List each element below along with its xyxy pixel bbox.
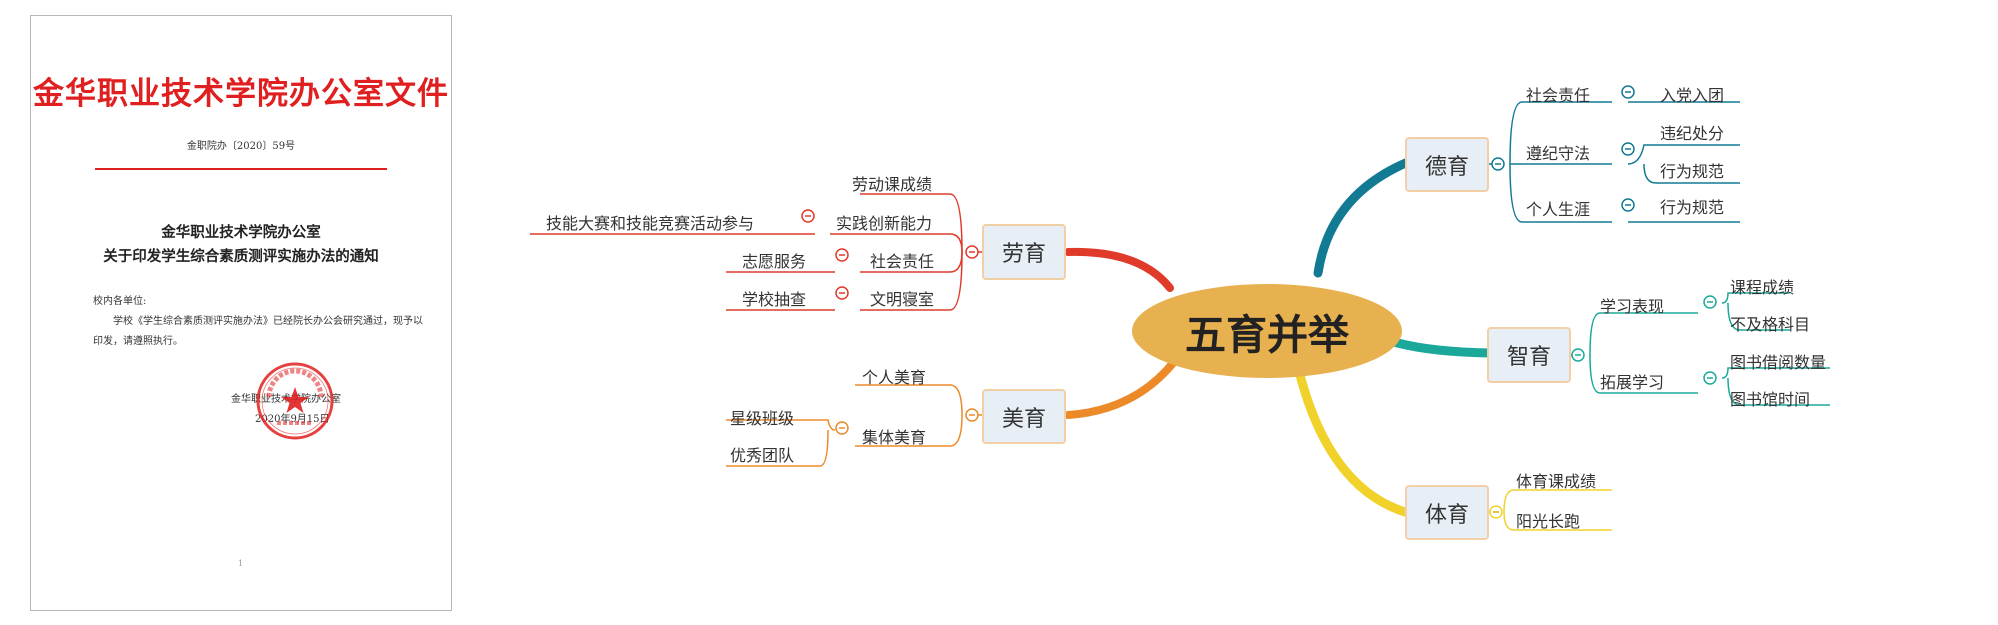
node-tiyu[interactable]: 体育	[1405, 485, 1489, 540]
document-page: 金华职业技术学院办公室文件 金职院办〔2020〕59号 金华职业技术学院办公室 …	[30, 15, 452, 611]
laoyu-sub-dorm[interactable]: 文明寝室	[870, 290, 935, 309]
meiyu-leaf-star-class[interactable]: 星级班级	[730, 409, 795, 428]
red-divider	[95, 168, 387, 170]
document-number: 金职院办〔2020〕59号	[186, 141, 296, 152]
zhiyu-leaf-failed[interactable]: 不及格科目	[1730, 315, 1811, 334]
deyu-leaf-conduct[interactable]: 行为规范	[1660, 162, 1725, 181]
official-seal-icon	[256, 362, 334, 440]
deyu-leaf-party[interactable]: 入党入团	[1660, 86, 1725, 105]
deyu-sub-career[interactable]: 个人生涯	[1526, 200, 1591, 219]
center-node[interactable]: 五育并举	[1132, 284, 1402, 378]
document-date: 2020年9月15日	[255, 414, 330, 425]
zhiyu-leaf-borrow[interactable]: 图书借阅数量	[1730, 353, 1827, 372]
node-laoyu[interactable]: 劳育	[982, 224, 1066, 280]
node-deyu[interactable]: 德育	[1405, 137, 1489, 192]
deyu-leaf-conduct-2[interactable]: 行为规范	[1660, 198, 1725, 217]
node-meiyu[interactable]: 美育	[982, 389, 1066, 444]
laoyu-leaf-inspection[interactable]: 学校抽查	[742, 290, 807, 309]
tiyu-leaf-running[interactable]: 阳光长跑	[1516, 512, 1581, 531]
deyu-leaf-discipline[interactable]: 违纪处分	[1660, 124, 1725, 143]
document-addressee: 校内各单位:	[93, 296, 147, 307]
deyu-sub-law[interactable]: 遵纪守法	[1526, 144, 1591, 163]
document-title-line1: 金华职业技术学院办公室	[161, 224, 321, 241]
deyu-sub-social-responsibility[interactable]: 社会责任	[1526, 86, 1591, 105]
document-body: 学校《学生综合素质测评实施办法》已经院长办公会研究通过，现予以印发，请遵照执行。	[93, 316, 423, 347]
meiyu-sub-collective[interactable]: 集体美育	[862, 428, 927, 447]
zhiyu-sub-extended[interactable]: 拓展学习	[1600, 373, 1665, 392]
zhiyu-leaf-grades[interactable]: 课程成绩	[1730, 278, 1795, 297]
zhiyu-sub-performance[interactable]: 学习表现	[1600, 297, 1665, 316]
tiyu-leaf-pe-grade[interactable]: 体育课成绩	[1516, 472, 1597, 491]
laoyu-leaf-competitions[interactable]: 技能大赛和技能竞赛活动参与	[546, 214, 755, 233]
document-title-line2: 关于印发学生综合素质测评实施办法的通知	[103, 248, 379, 265]
meiyu-leaf-excellent-team[interactable]: 优秀团队	[730, 446, 795, 465]
node-zhiyu[interactable]: 智育	[1487, 327, 1571, 383]
meiyu-sub-personal[interactable]: 个人美育	[862, 368, 927, 387]
laoyu-sub-innovation[interactable]: 实践创新能力	[836, 214, 933, 233]
page-number: 1	[238, 559, 244, 568]
zhiyu-leaf-library-time[interactable]: 图书馆时间	[1730, 390, 1811, 409]
laoyu-sub-social[interactable]: 社会责任	[870, 252, 935, 271]
document-header: 金华职业技术学院办公室文件	[33, 76, 449, 112]
laoyu-leaf-volunteer[interactable]: 志愿服务	[742, 252, 807, 271]
laoyu-sub-labor-grade[interactable]: 劳动课成绩	[852, 175, 933, 194]
